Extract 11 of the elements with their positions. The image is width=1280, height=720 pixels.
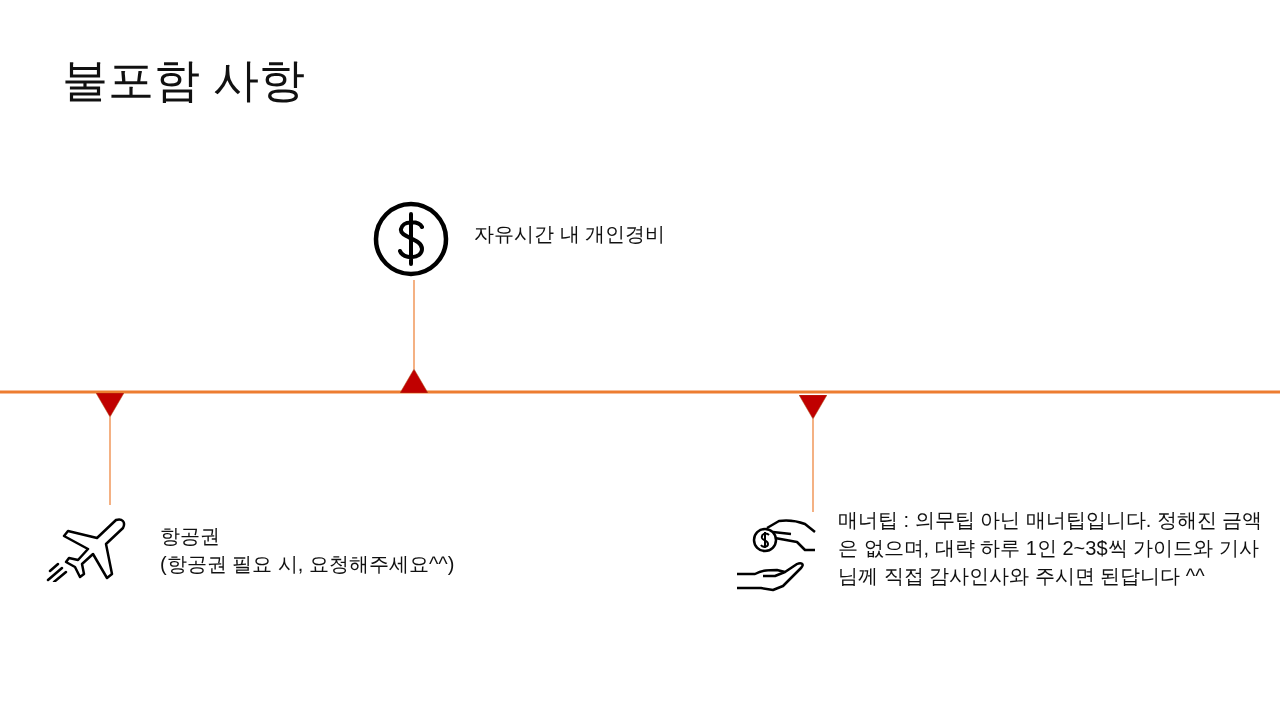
connector-line (413, 279, 415, 370)
connector-line (109, 416, 111, 506)
item-text: 자유시간 내 개인경비 (474, 222, 667, 247)
item-heading: 항공권 (160, 524, 221, 549)
slide-title: 불포함 사항 (62, 53, 305, 108)
triangle-marker (96, 393, 124, 417)
triangle-marker (400, 369, 428, 393)
connector-line (812, 418, 814, 513)
triangle-marker (799, 395, 827, 419)
item-text: (항공권 필요 시, 요청해주세요^^) (160, 552, 456, 577)
item-text: 매너팁 : 의무팁 아닌 매너팁입니다. 정해진 금액은 없으며, 대략 하루 1인 2~3$씩 가이드와 기사님께 직접 감사인사와 주시면 된답니다 ^^ (838, 508, 1264, 589)
